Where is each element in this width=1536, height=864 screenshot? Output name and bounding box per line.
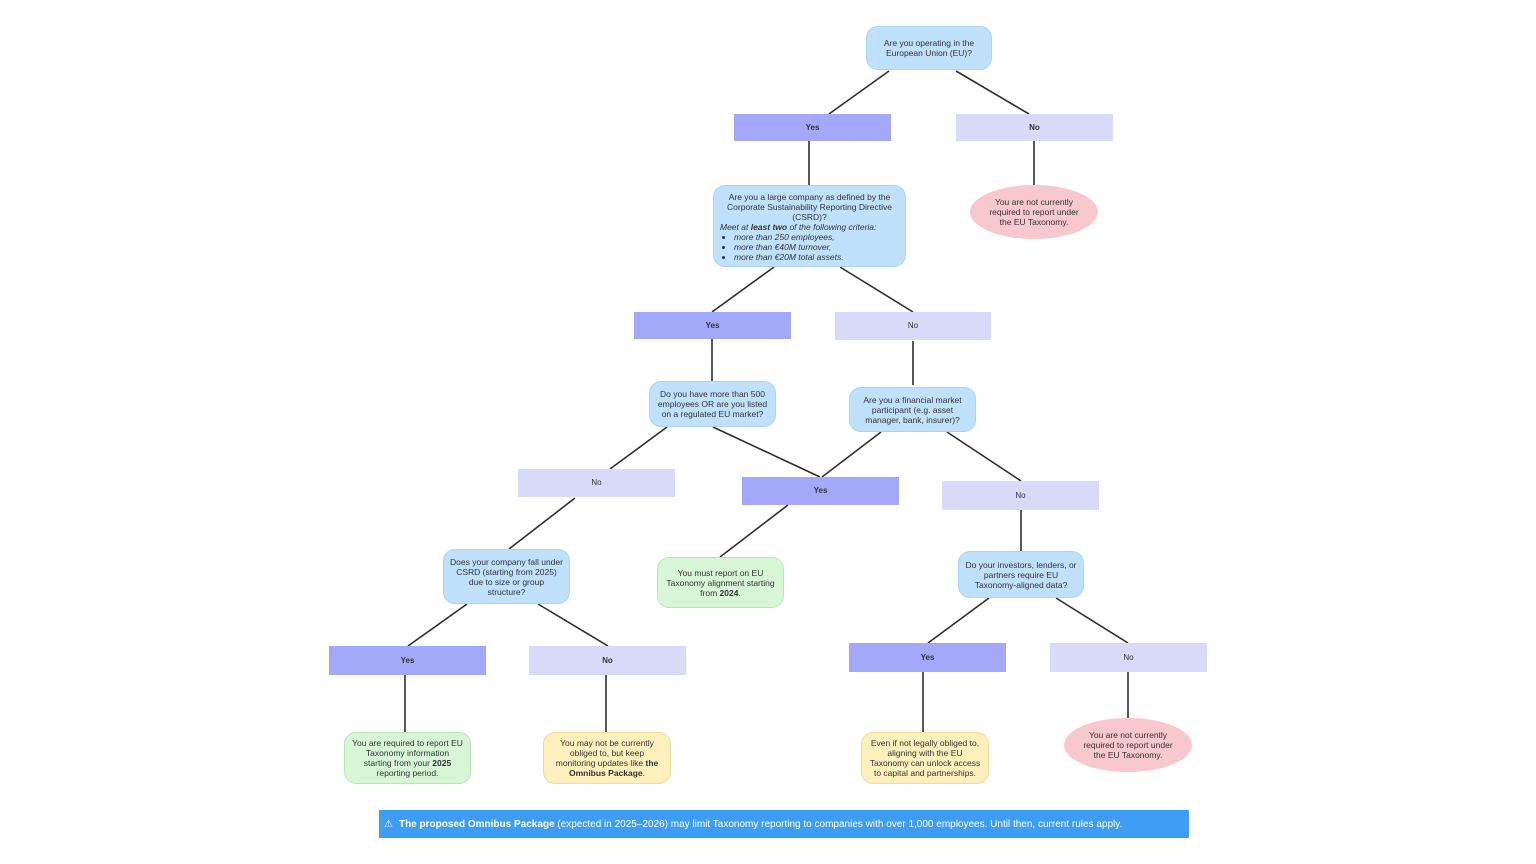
- csrd-question-text: Are you a large company as defined by th…: [727, 192, 892, 222]
- question-csrd-2025: Does your company fall under CSRD (start…: [443, 549, 570, 604]
- csrd-criteria-list: more than 250 employees, more than €40M …: [720, 232, 899, 262]
- answer-no-eu: No: [956, 114, 1113, 141]
- answer-yes-csrd-2025: Yes: [329, 646, 486, 675]
- question-500-employees: Do you have more than 500 employees OR a…: [649, 381, 776, 427]
- answer-no-csrd-2025: No: [529, 646, 686, 675]
- connector: [927, 597, 990, 644]
- connector: [828, 70, 890, 115]
- banner-text: The proposed Omnibus Package (expected i…: [398, 818, 1123, 830]
- question-large-company-csrd: Are you a large company as defined by th…: [713, 185, 906, 267]
- outcome-must-report-2024: You must report on EU Taxonomy alignment…: [657, 557, 784, 608]
- answer-yes-shared: Yes: [742, 477, 899, 505]
- connector: [1055, 597, 1129, 644]
- answer-no-fmp: No: [942, 481, 1099, 510]
- connector: [712, 426, 821, 478]
- answer-no-500: No: [518, 469, 675, 497]
- connector: [821, 431, 882, 478]
- csrd-criterion: more than 250 employees,: [734, 232, 899, 242]
- csrd-criterion: more than €40M turnover,: [734, 242, 899, 252]
- outcome-required-2025: You are required to report EU Taxonomy i…: [344, 732, 471, 784]
- connector: [946, 431, 1022, 482]
- answer-yes-eu: Yes: [734, 114, 891, 141]
- answer-no-csrd: No: [835, 312, 991, 340]
- omnibus-notice-banner: ⚠ The proposed Omnibus Package (expected…: [379, 810, 1189, 838]
- answer-no-investors: No: [1050, 643, 1207, 672]
- connector: [719, 504, 789, 558]
- connector: [609, 426, 668, 470]
- connector: [955, 70, 1030, 115]
- answer-yes-investors: Yes: [849, 643, 1006, 672]
- outcome-not-required-final: You are not currently required to report…: [1064, 718, 1192, 772]
- outcome-voluntary-alignment: Even if not legally obliged to, aligning…: [861, 732, 989, 784]
- connector: [407, 603, 468, 647]
- question-financial-market-participant: Are you a financial market participant (…: [849, 387, 976, 432]
- csrd-criteria-intro: Meet at least two of the following crite…: [720, 222, 877, 232]
- connector: [537, 603, 609, 647]
- connector: [839, 266, 914, 313]
- outcome-not-required-eu: You are not currently required to report…: [970, 185, 1098, 239]
- connector: [711, 266, 775, 313]
- answer-yes-csrd: Yes: [634, 312, 791, 339]
- warning-icon: ⚠: [384, 818, 393, 830]
- question-investors-require-data: Do your investors, lenders, or partners …: [958, 551, 1084, 598]
- question-operating-in-eu: Are you operating in the European Union …: [866, 26, 992, 70]
- outcome-may-not-be-obliged: You may not be currently obliged to, but…: [543, 732, 671, 784]
- csrd-criterion: more than €20M total assets.: [734, 252, 899, 262]
- connector: [508, 497, 576, 550]
